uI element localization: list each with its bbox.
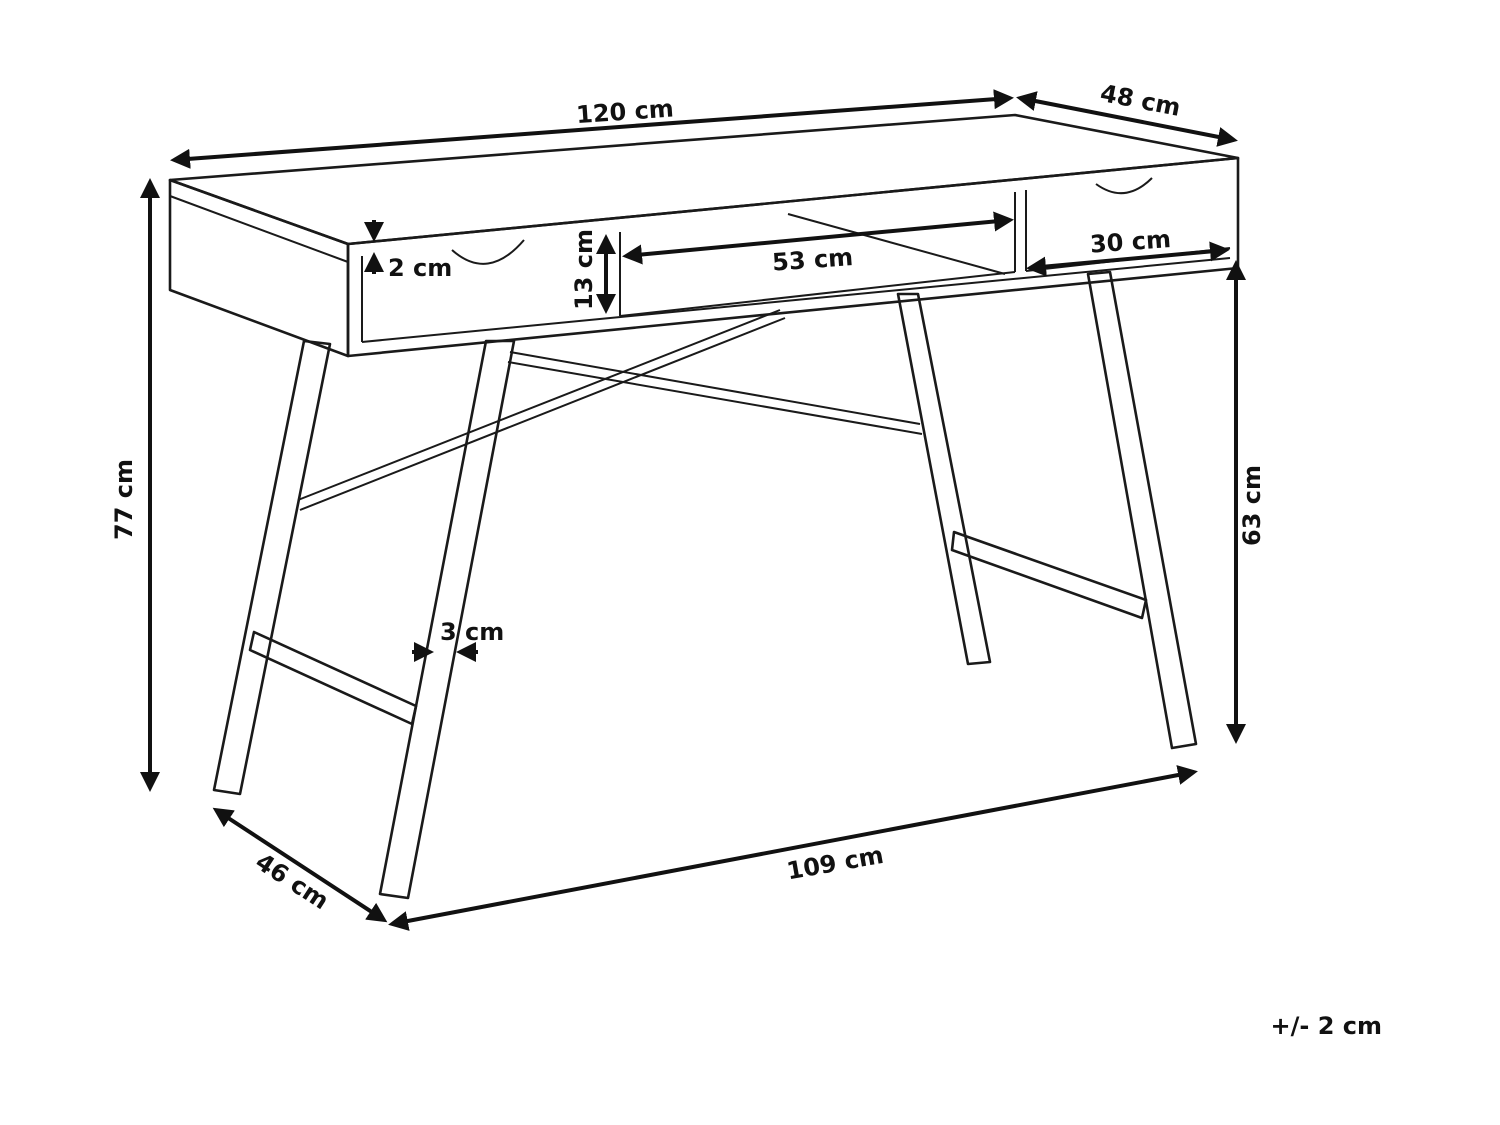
label-height-under: 63 cm <box>1238 465 1266 546</box>
cavity-left-edge <box>169 195 349 263</box>
desk-outline <box>168 113 1240 358</box>
label-shelf-width: 53 cm <box>771 243 854 277</box>
dimension-lines <box>140 89 1246 931</box>
dim-shelf-width <box>622 211 1014 265</box>
dim-leg-span-width <box>388 765 1198 931</box>
dim-depth-top <box>1016 91 1238 147</box>
left-drawer-handle <box>451 239 525 265</box>
cross-stretcher-c <box>509 351 921 425</box>
desk-top-surface <box>168 113 1240 246</box>
dim-drawer-width <box>1026 241 1230 277</box>
label-top-thickness: 2 cm <box>388 254 452 282</box>
left-stretcher <box>248 630 418 726</box>
dim-leg-span-depth <box>212 807 388 923</box>
leg-back-right <box>1086 270 1198 750</box>
leg-back-middle <box>896 292 992 666</box>
label-drawer-width: 30 cm <box>1089 225 1172 259</box>
cross-stretcher-d <box>507 361 923 435</box>
right-drawer-handle <box>1095 177 1153 195</box>
cross-stretcher-a <box>297 309 781 501</box>
shelf-back-bottom <box>619 271 1016 317</box>
tolerance-note: +/- 2 cm <box>1270 1012 1382 1040</box>
desk-legs <box>212 270 1198 900</box>
leg-front-left <box>212 339 332 796</box>
label-height-total: 77 cm <box>110 459 138 540</box>
right-stretcher <box>950 530 1148 620</box>
label-leg-width: 3 cm <box>440 618 504 646</box>
label-width-top: 120 cm <box>575 94 674 129</box>
dim-width-top <box>170 89 1014 169</box>
cross-stretcher-b <box>299 317 786 511</box>
dimension-labels: 120 cm 48 cm 77 cm 63 cm 13 cm 53 cm 30 … <box>110 79 1266 915</box>
label-drawer-height: 13 cm <box>570 229 598 310</box>
